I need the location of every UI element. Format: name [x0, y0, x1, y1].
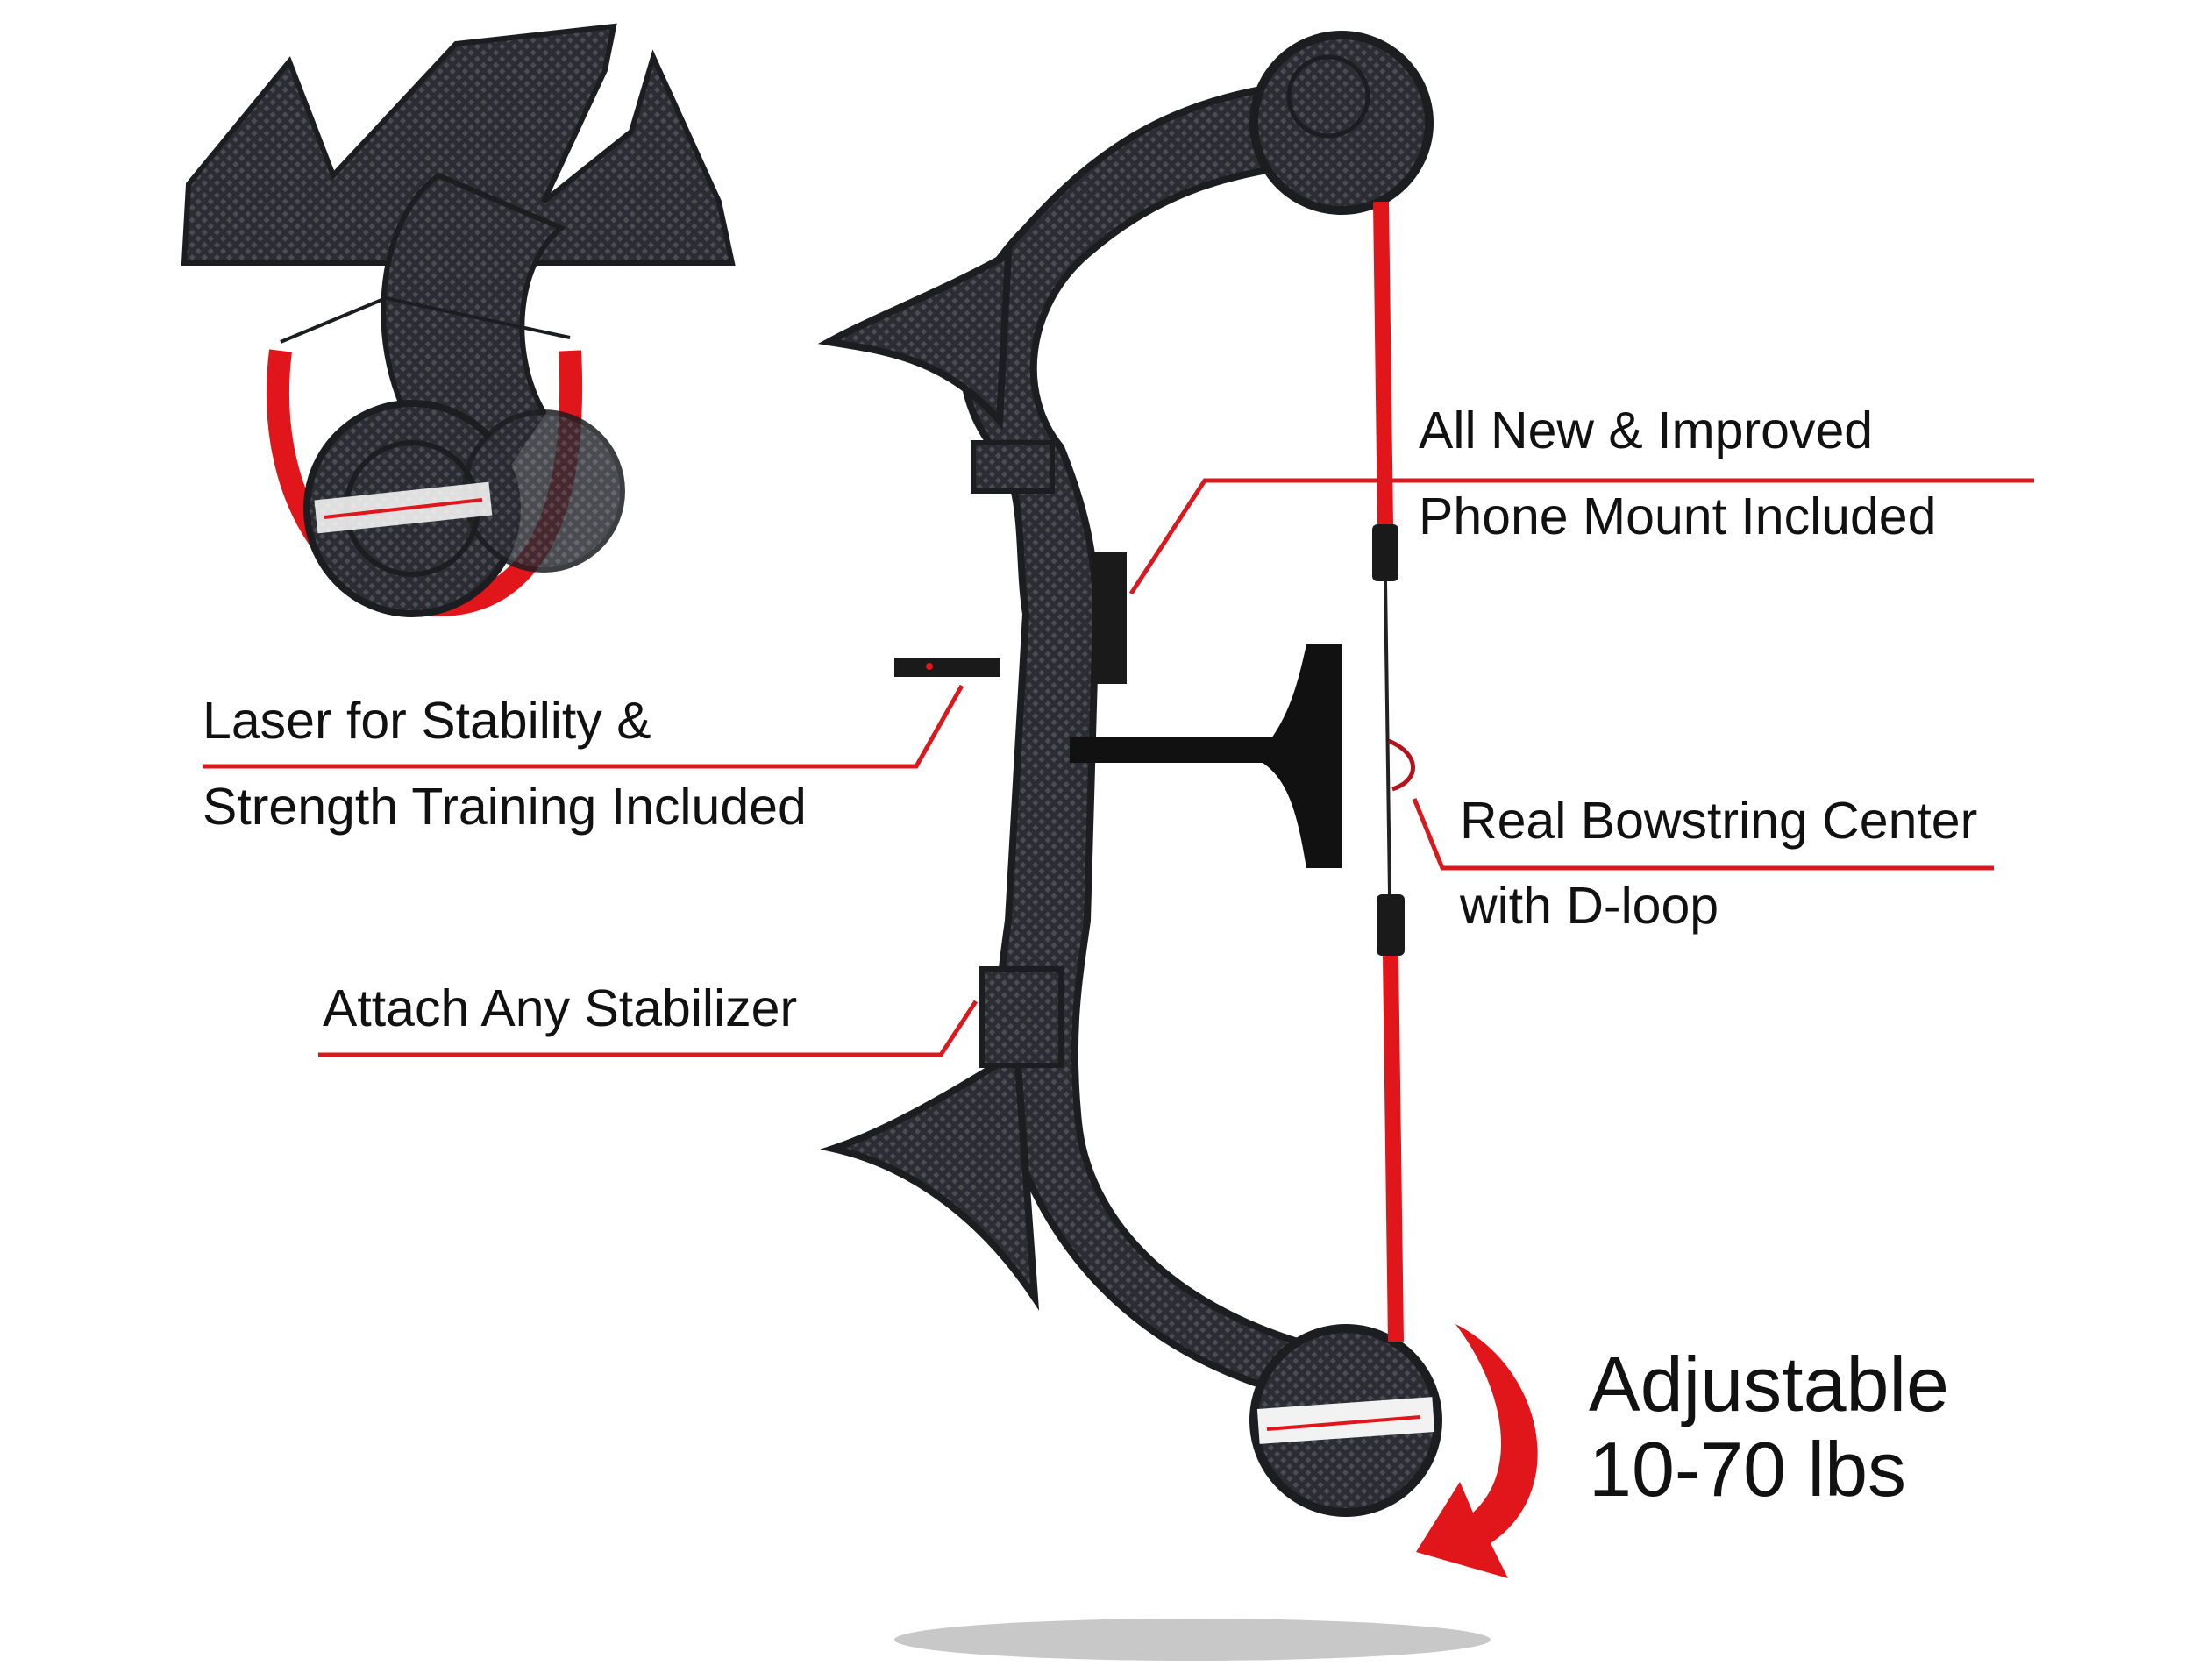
stabilizer-callout: Attach Any Stabilizer [323, 979, 798, 1037]
bowstring [1372, 201, 1415, 1342]
top-limb-wing [817, 247, 1013, 431]
small-bow-image [181, 23, 736, 617]
adjustable-heading: Adjustable [1589, 1341, 1949, 1427]
phone-mount [1092, 552, 1127, 684]
phone-mount-callout-line2: Phone Mount Included [1419, 488, 1937, 545]
floor-shadow [894, 1619, 1491, 1661]
laser [894, 658, 1000, 677]
laser-callout-line2: Strength Training Included [203, 778, 807, 836]
bottom-cam [1249, 1324, 1442, 1517]
bowstring-callout-line2: with D-loop [1460, 877, 1719, 935]
laser-leader [203, 684, 964, 769]
stabilizer-leader [318, 1000, 979, 1057]
callout-lines [203, 478, 2034, 1057]
bowstring-callout-line1: Real Bowstring Center [1460, 792, 1978, 850]
bowstring-leader [1412, 798, 1994, 871]
phone-mount-callout-line1: All New & Improved [1419, 402, 1874, 459]
adjust-arrow-icon [1416, 1324, 1538, 1578]
bow-riser [817, 83, 1342, 1390]
top-cam [1249, 31, 1434, 215]
d-loop [1387, 738, 1415, 792]
draw-weight-range: 10-70 lbs [1589, 1426, 1907, 1513]
laser-callout-line1: Laser for Stability & [203, 692, 651, 750]
phone-mount-leader [1128, 478, 2034, 595]
bottom-limb-wing [820, 1046, 1040, 1311]
